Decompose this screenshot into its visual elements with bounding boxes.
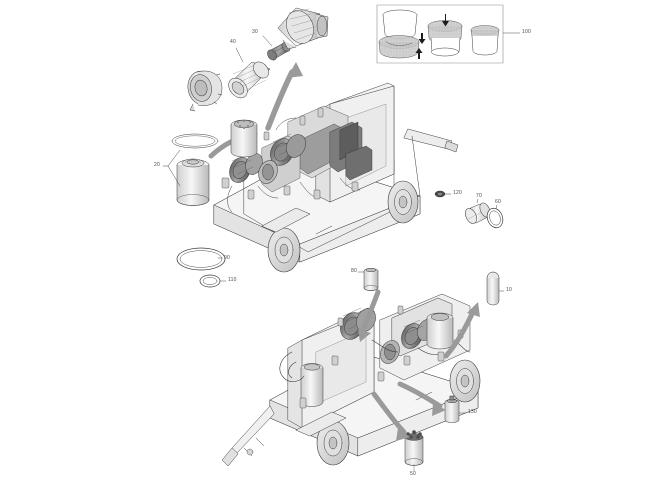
oil-separator-element: [267, 42, 291, 61]
inset-arrows: [415, 33, 426, 59]
callout-70: 70: [476, 193, 482, 199]
sealing-ring: [486, 207, 504, 229]
callout-100: 100: [522, 29, 531, 35]
intake-housing: [277, 7, 329, 50]
fuel-filter-part: [357, 267, 379, 291]
lower-machine-unit: [221, 293, 481, 467]
callout-30: 30: [252, 29, 258, 35]
callout-10: 10: [506, 287, 512, 293]
air-filter-element: [228, 61, 271, 99]
filter-sleeve: [465, 202, 491, 224]
callout-40: 40: [230, 39, 236, 45]
inset-filter-bowl-kit: [376, 4, 521, 64]
right-small-parts: [434, 190, 504, 229]
lower-wheel-front: [449, 359, 481, 403]
o-ring-group: [176, 247, 227, 288]
callout-90: 90: [224, 255, 230, 261]
upper-machine-unit: [213, 82, 459, 273]
cartridge-element-part: [486, 271, 505, 306]
upper-wheel-front: [387, 180, 419, 224]
callout-50: 50: [410, 471, 416, 477]
lower-wheel-rear: [316, 420, 350, 466]
callout-60: 60: [495, 199, 501, 205]
callout-110: 110: [228, 277, 237, 283]
callout-130: 130: [468, 409, 477, 415]
callout-20: 20: [154, 162, 160, 168]
oil-filter-canister: [176, 158, 210, 206]
air-filter-exploded-group: [187, 7, 329, 131]
drain-plug: [434, 190, 452, 198]
fuel-prefilter-part: [404, 430, 424, 472]
upper-wheel-rear: [267, 227, 301, 273]
water-separator-part: [444, 395, 467, 423]
callout-80: 80: [351, 268, 357, 274]
callout-120: 120: [453, 190, 462, 196]
